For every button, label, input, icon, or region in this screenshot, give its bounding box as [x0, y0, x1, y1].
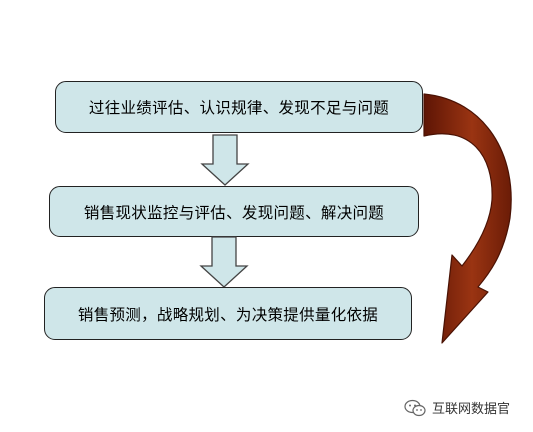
- step-box-1: 过往业绩评估、认识规律、发现不足与问题: [55, 81, 423, 133]
- watermark-text: 互联网数据官: [432, 402, 511, 417]
- step-box-3: 销售预测，战略规划、为决策提供量化依据: [44, 287, 412, 340]
- step-label-1: 过往业绩评估、认识规律、发现不足与问题: [88, 99, 390, 117]
- down-arrow-2: [199, 236, 249, 288]
- step-box-2: 销售现状监控与评估、发现问题、解决问题: [49, 186, 419, 237]
- curved-feedback-arrow: [423, 93, 512, 344]
- down-arrow-1: [200, 134, 250, 186]
- step-label-3: 销售预测，战略规划、为决策提供量化依据: [77, 305, 379, 324]
- wechat-icon: [404, 399, 426, 416]
- step-label-2: 销售现状监控与评估、发现问题、解决问题: [83, 203, 385, 222]
- watermark: 互联网数据官: [404, 398, 510, 417]
